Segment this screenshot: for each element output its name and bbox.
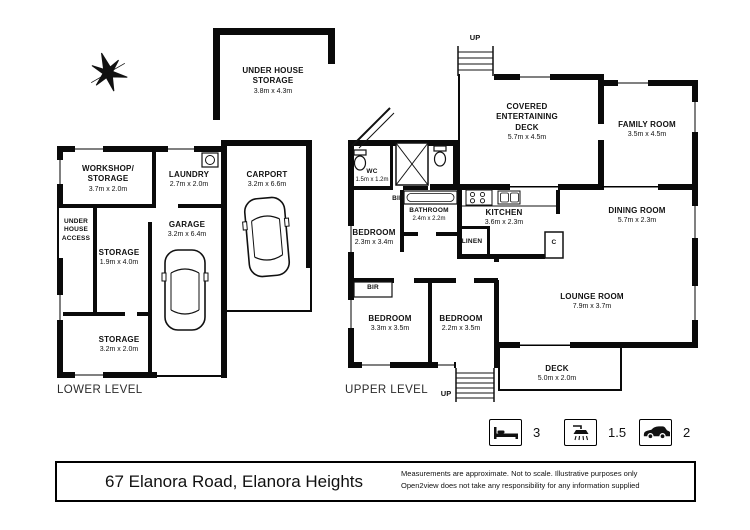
stove-icon bbox=[465, 189, 493, 206]
terrain-hatch bbox=[351, 107, 395, 149]
legend-bedrooms: 3 bbox=[489, 419, 540, 446]
stairs-up-label-bottom: UP bbox=[440, 389, 452, 398]
car-spaces-count: 2 bbox=[683, 425, 691, 440]
bedrooms-count: 3 bbox=[533, 425, 541, 440]
toilet-icon-wc bbox=[353, 149, 367, 171]
shower-icon bbox=[564, 419, 597, 446]
stairs-up-label-top: UP bbox=[469, 33, 481, 42]
stairs-internal-icon bbox=[455, 368, 495, 402]
legend-car-spaces: 2 bbox=[639, 419, 690, 446]
kitchen-fixtures bbox=[462, 189, 556, 207]
disclaimer: Measurements are approximate. Not to sca… bbox=[401, 463, 684, 500]
property-address: 67 Elanora Road, Elanora Heights bbox=[105, 471, 364, 491]
car-icon bbox=[639, 419, 672, 446]
compass-icon bbox=[90, 52, 128, 92]
legend-bathrooms: 1.5 bbox=[564, 419, 626, 446]
lower-level-label: LOWER LEVEL bbox=[57, 384, 143, 396]
laundry-tub-icon bbox=[201, 152, 219, 168]
toilet-icon-bathroom bbox=[433, 145, 447, 167]
lower-level-windows bbox=[57, 146, 194, 378]
upper-level-windows bbox=[348, 74, 698, 368]
bathtub-icon bbox=[403, 190, 458, 205]
shower-box-icon bbox=[395, 142, 429, 186]
car-icon-garage bbox=[161, 249, 209, 331]
bir2-box bbox=[353, 281, 393, 298]
bed-icon bbox=[489, 419, 522, 446]
cupboard-box bbox=[544, 231, 564, 259]
stairs-entry-icon bbox=[457, 46, 494, 76]
title-block: 67 Elanora Road, Elanora Heights Measure… bbox=[55, 461, 696, 502]
disclaimer-line-1: Measurements are approximate. Not to sca… bbox=[401, 469, 638, 478]
bathrooms-count: 1.5 bbox=[608, 425, 627, 440]
car-icon-carport bbox=[242, 196, 291, 278]
upper-level-label: UPPER LEVEL bbox=[345, 384, 429, 396]
upper-level-walls bbox=[348, 74, 698, 391]
disclaimer-line-2: Open2view does not take any responsibili… bbox=[401, 480, 640, 490]
